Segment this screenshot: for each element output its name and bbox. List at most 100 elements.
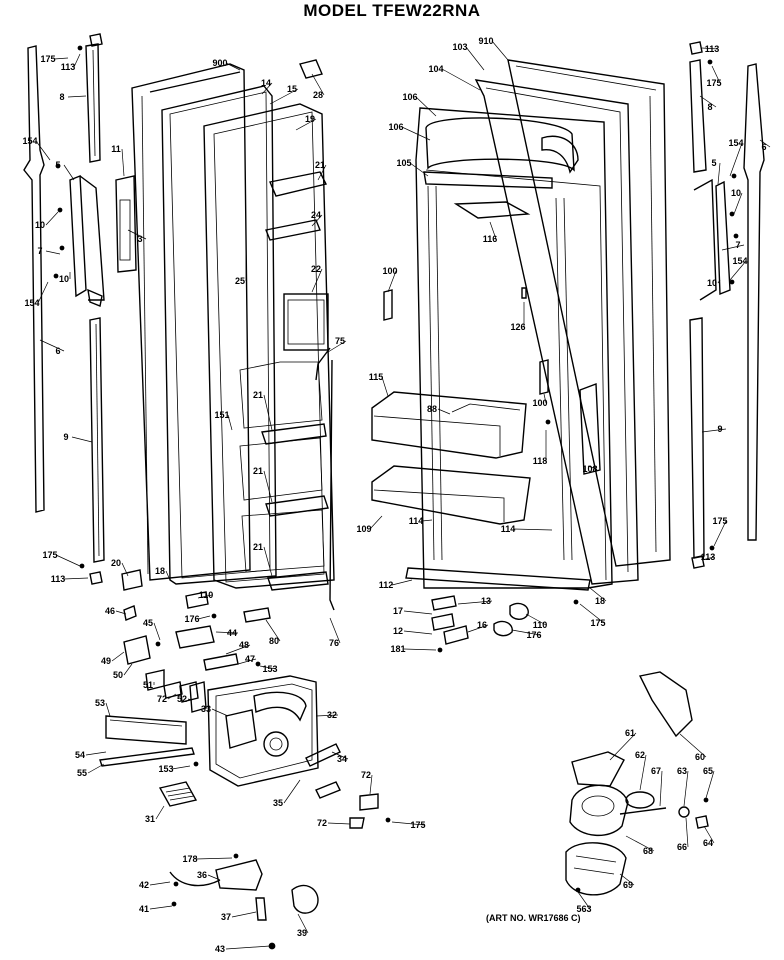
part-callout-c94: 175 [706,78,721,88]
leader-line-c21 [317,164,327,181]
leader-line-c100 [721,244,745,251]
leader-line-c115 [619,873,635,886]
leader-line-c31 [165,570,171,581]
part-callout-c113: 66 [677,842,687,852]
part-callout-c70: 106 [388,122,403,132]
part-callout-c68: 104 [428,64,443,74]
leader-line-c39 [237,658,257,665]
leader-line-c24 [311,268,323,293]
leader-line-c34 [115,610,127,615]
part-callout-c116: 563 [576,904,591,914]
leader-line-c3 [67,95,87,98]
part-callout-c54: 35 [273,798,283,808]
part-callout-c56: 72 [361,770,371,780]
leader-line-c25 [327,340,347,353]
part-callout-c61: 42 [139,880,149,890]
part-callout-c27: 151 [214,410,229,420]
leader-line-c57 [327,822,351,825]
fresh-food-door-gasket-104 [474,79,639,585]
part-callout-c29: 21 [253,542,263,552]
part-callout-c96: 6 [761,142,766,152]
leader-line-c9 [45,250,61,255]
leader-line-c104 [713,520,727,547]
part-callout-c98: 5 [711,158,716,168]
part-callout-c52: 153 [158,764,173,774]
part-callout-c47: 53 [95,698,105,708]
part-callout-c93: 113 [705,44,720,54]
leader-line-c63 [231,911,257,918]
part-callout-c51: 55 [77,768,87,778]
ice-dispenser-housing-32 [207,675,319,787]
leader-line-c110 [683,770,689,807]
part-callout-c10: 10 [59,274,69,284]
leader-line-c91 [511,629,541,636]
part-callout-c34: 46 [105,606,115,616]
leader-line-c94 [711,65,721,84]
leader-line-c93 [701,47,719,50]
leader-line-c45 [187,698,193,701]
part-callout-c86: 13 [481,596,491,606]
part-callout-c39: 47 [245,654,255,664]
part-callout-c82: 114 [501,524,516,534]
leader-line-c102 [717,279,721,284]
right-door-trim-strip-6 [743,63,765,541]
leader-line-c26 [263,394,273,431]
part-callout-c35: 45 [143,618,153,628]
leader-line-c84 [589,587,607,602]
part-callout-c108: 62 [635,750,645,760]
part-callout-c90: 110 [533,620,548,630]
leader-line-c75 [381,376,389,397]
leader-line-c87 [403,630,433,635]
fan-shroud-60 [638,671,693,738]
part-callout-c67: 103 [452,42,467,52]
leader-line-c53 [331,751,349,760]
part-callout-c101: 154 [732,256,747,266]
part-callout-c40: 153 [262,664,277,674]
diagram-title: MODEL TFEW22RNA [303,1,481,20]
part-callout-c110: 63 [677,766,687,776]
part-callout-c87: 12 [393,626,403,636]
part-callout-c44: 72 [157,694,167,704]
leader-line-c44 [167,693,177,700]
part-callout-c105: 113 [701,552,716,562]
left-handle-5 [69,174,105,307]
part-callout-c20: 19 [305,114,315,124]
leader-line-c103 [701,428,727,433]
leader-line-c72 [489,221,497,240]
leader-line-c82 [513,528,553,531]
leader-line-c16 [225,62,241,71]
part-callout-c32: 110 [199,590,214,600]
part-callout-c102: 10 [707,278,717,288]
leader-line-c106 [679,733,707,758]
part-callout-c30: 20 [111,558,121,568]
part-callout-c46: 76 [329,638,339,648]
part-callout-c12: 6 [55,346,60,356]
leader-line-c108 [639,754,647,791]
leader-line-c65 [225,945,271,950]
part-callout-c91: 176 [526,630,541,640]
part-callout-c43: 51 [143,680,153,690]
part-callout-c41: 49 [101,656,111,666]
leader-line-c77 [543,393,547,404]
part-callout-c55: 31 [145,814,155,824]
part-callout-c3: 8 [59,92,64,102]
leader-line-c69 [415,96,437,117]
leader-line-c98 [717,162,721,185]
freezer-door-outer-900 [131,63,251,581]
part-callout-c2: 113 [61,62,76,72]
leader-line-c56 [369,774,373,795]
lower-center-parts [383,287,579,653]
leader-line-c41 [111,651,125,662]
part-callout-c36: 44 [227,628,237,638]
part-callout-c45: 52 [177,694,187,704]
part-callout-c58: 175 [410,820,425,830]
left-hinge-plate-11 [115,175,137,273]
leader-line-c64 [297,913,309,934]
part-callout-c112: 68 [643,846,653,856]
leader-line-c32 [197,594,213,599]
art-number: (ART NO. WR17686 C) [486,913,581,923]
part-callout-c37: 80 [269,636,279,646]
fresh-food-door-liner [371,107,613,591]
leader-line-c33 [197,615,211,620]
part-callout-c26: 21 [253,390,263,400]
